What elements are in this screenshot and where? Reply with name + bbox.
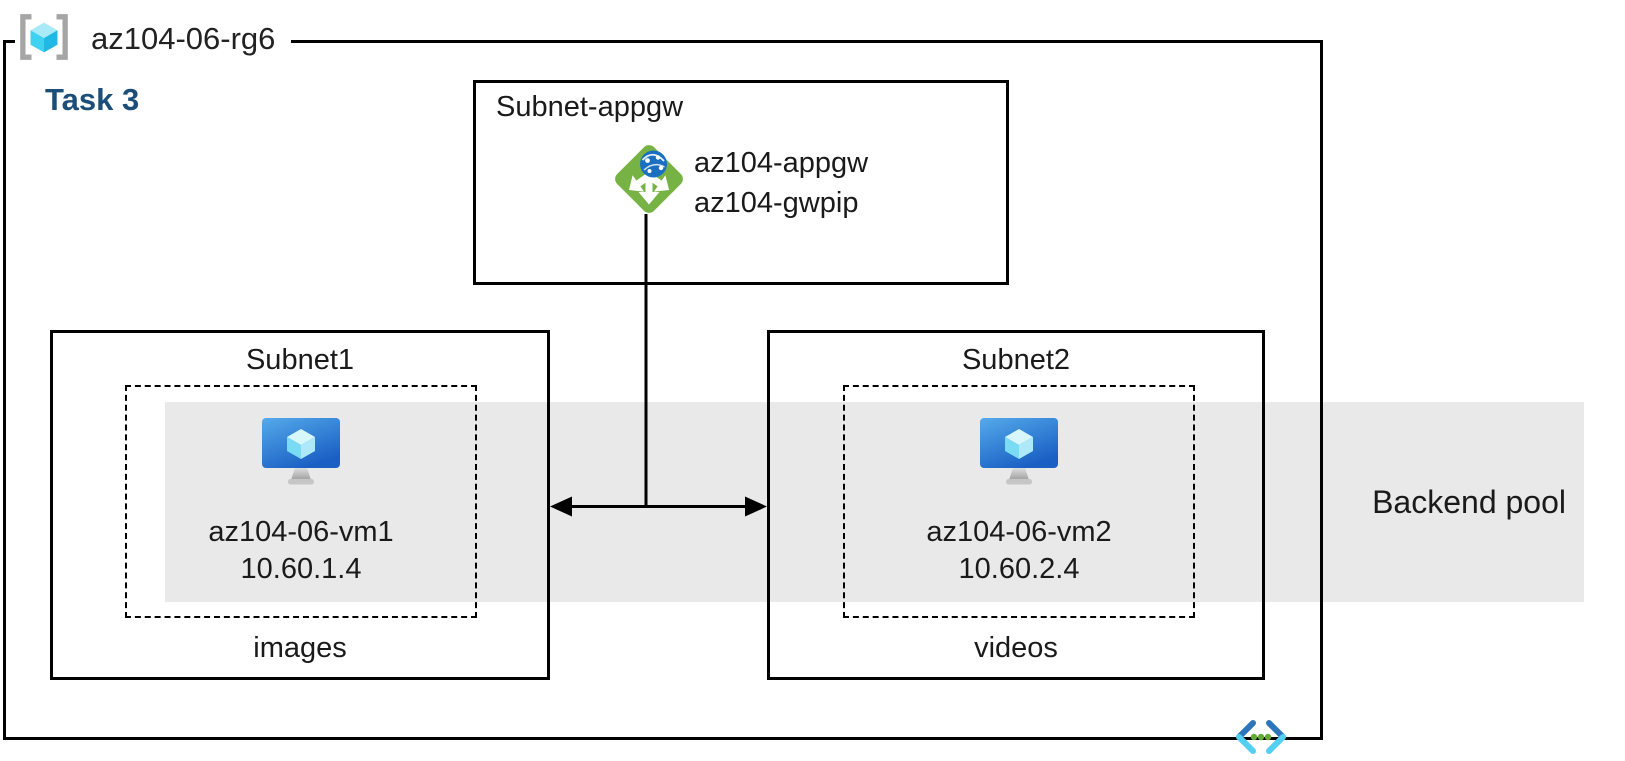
backend-pool-label: Backend pool xyxy=(1372,483,1566,520)
subnet1-caption: images xyxy=(253,632,347,664)
subnet2-title: Subnet2 xyxy=(961,344,1071,376)
subnet2-caption: videos xyxy=(974,632,1058,664)
application-gateway-labels: az104-appgw az104-gwpip xyxy=(694,143,868,223)
subnet-appgw-title: Subnet-appgw xyxy=(496,91,684,123)
resource-group-box xyxy=(3,40,1323,740)
vm1-labels: az104-06-vm1 10.60.1.4 xyxy=(208,514,393,588)
subnet1-title: Subnet1 xyxy=(245,344,355,376)
vm2-labels: az104-06-vm2 10.60.2.4 xyxy=(926,514,1111,588)
subnet2-vm-group: az104-06-vm2 10.60.2.4 xyxy=(843,385,1195,618)
vm2-ip: 10.60.2.4 xyxy=(958,553,1080,585)
virtual-network-icon xyxy=(1233,717,1289,761)
vm1-ip: 10.60.1.4 xyxy=(240,553,362,585)
vm2-name: az104-06-vm2 xyxy=(926,516,1112,548)
subnet1-vm-group: az104-06-vm1 10.60.1.4 xyxy=(125,385,477,618)
application-gateway-name: az104-appgw xyxy=(694,147,869,179)
gateway-public-ip-name: az104-gwpip xyxy=(694,187,859,219)
task-label: Task 3 xyxy=(45,82,140,117)
subnet1-box: Subnet1 xyxy=(50,330,550,680)
resource-group-name: az104-06-rg6 xyxy=(91,21,276,56)
virtual-machine-icon xyxy=(979,417,1059,492)
subnet-appgw-box: Subnet-appgw xyxy=(473,80,1009,285)
backend-pool-band: Backend pool xyxy=(165,402,1584,602)
subnet2-box: Subnet2 xyxy=(767,330,1265,680)
virtual-machine-icon xyxy=(261,417,341,492)
application-gateway-icon xyxy=(604,134,694,229)
resource-group-legend: az104-06-rg6 xyxy=(15,12,292,67)
resource-group-icon xyxy=(15,12,73,67)
vm1-name: az104-06-vm1 xyxy=(208,516,394,548)
